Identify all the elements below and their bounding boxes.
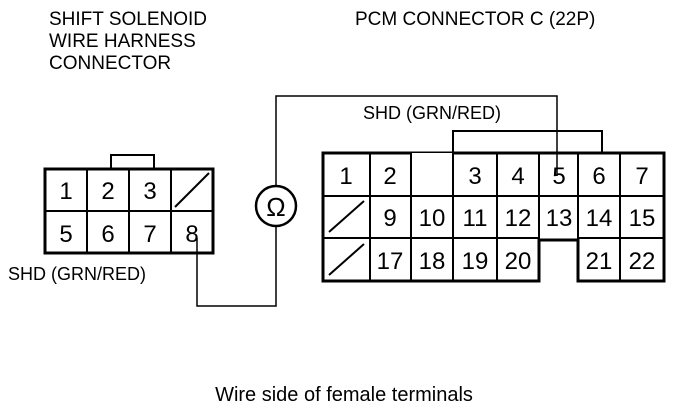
terminal-number: 7 bbox=[635, 163, 648, 190]
shd-wire-label-solenoid: SHD (GRN/RED) bbox=[8, 264, 146, 284]
title-line: WIRE HARNESS bbox=[49, 31, 196, 52]
terminal-number: 3 bbox=[143, 178, 156, 205]
ohm-symbol: Ω bbox=[266, 192, 285, 222]
terminal-number: 1 bbox=[59, 178, 72, 205]
terminal-number: 12 bbox=[505, 205, 532, 232]
terminal-number: 1 bbox=[339, 163, 352, 190]
title-line: CONNECTOR bbox=[49, 53, 172, 74]
terminal-number: 8 bbox=[185, 221, 198, 248]
terminal-number: 4 bbox=[511, 163, 524, 190]
unused-terminal-slash bbox=[328, 243, 365, 276]
filled-gap bbox=[411, 153, 453, 196]
terminal-number: 6 bbox=[101, 221, 114, 248]
terminal-number: 19 bbox=[462, 248, 489, 275]
terminal-number: 10 bbox=[419, 205, 446, 232]
connector-body bbox=[321, 151, 666, 283]
terminal-number: 22 bbox=[629, 248, 656, 275]
terminal-number: 6 bbox=[592, 163, 605, 190]
left-terminal-numbers: 1 2 3 5 6 7 8 bbox=[59, 178, 198, 248]
terminal-number: 18 bbox=[419, 248, 446, 275]
lead-to-terminal-8 bbox=[196, 226, 277, 307]
ohmmeter-icon bbox=[254, 184, 298, 228]
footer-caption: Wire side of female terminals bbox=[215, 384, 473, 406]
terminal-number: 17 bbox=[377, 248, 404, 275]
test-leads bbox=[196, 95, 558, 307]
terminal-number: 3 bbox=[468, 163, 481, 190]
terminal-number: 14 bbox=[586, 205, 613, 232]
terminal-number: 2 bbox=[383, 163, 396, 190]
shift-solenoid-connector-title: SHIFT SOLENOID WIRE HARNESS CONNECTOR bbox=[49, 9, 207, 75]
terminal-number: 5 bbox=[552, 163, 565, 190]
unused-terminal-slash bbox=[174, 172, 210, 208]
terminal-number: 7 bbox=[143, 221, 156, 248]
lead-to-terminal-5 bbox=[275, 95, 558, 186]
terminal-number: 2 bbox=[101, 178, 114, 205]
title-line: SHIFT SOLENOID bbox=[49, 9, 208, 30]
shift-solenoid-connector bbox=[43, 154, 215, 255]
pcm-connector-c bbox=[321, 130, 666, 283]
terminal-number: 21 bbox=[586, 248, 613, 275]
shd-wire-label-pcm: SHD (GRN/RED) bbox=[363, 103, 501, 123]
terminal-number: 13 bbox=[546, 205, 573, 232]
terminal-number: 5 bbox=[59, 221, 72, 248]
terminal-number: 9 bbox=[383, 205, 396, 232]
terminal-number: 11 bbox=[463, 205, 488, 232]
terminal-number: 20 bbox=[505, 248, 532, 275]
connector-key-tab bbox=[452, 130, 603, 154]
pcm-connector-title: PCM CONNECTOR C (22P) bbox=[355, 9, 596, 30]
unused-terminal-slash bbox=[328, 200, 365, 233]
terminal-number: 15 bbox=[629, 205, 656, 232]
